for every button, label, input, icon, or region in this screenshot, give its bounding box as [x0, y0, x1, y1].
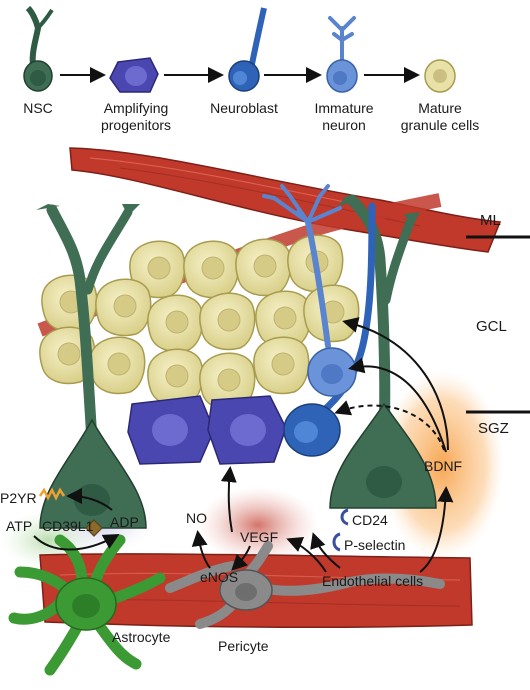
label-no: NO	[186, 510, 207, 526]
granule-cell	[235, 238, 292, 297]
granule-cell	[183, 240, 240, 299]
label-cd39l1: CD39L1	[42, 518, 94, 534]
nsc-stage-cell	[23, 5, 54, 92]
radial-glia-nsc-left	[36, 204, 147, 529]
granule-cell	[89, 336, 146, 395]
arrow-enos-no	[191, 530, 211, 569]
arrow-vegf-enos	[231, 545, 251, 571]
bdnf-glow	[380, 370, 504, 560]
astrocyte-cell	[8, 534, 166, 676]
arrow-endothelial-bdnf	[419, 486, 454, 573]
granule-cell	[147, 348, 204, 407]
cd24-receptor-icon	[340, 508, 349, 526]
amplifying-progenitor-1	[127, 395, 215, 465]
arrow-adp-p2yr	[66, 488, 113, 511]
neuroblast-stage-cell	[228, 7, 267, 92]
granule-cell	[199, 292, 256, 351]
lineage-row	[23, 5, 456, 93]
label-enos: eNOS	[200, 569, 239, 585]
arrow-atp-adp	[33, 534, 120, 551]
immature-neuron-cell	[262, 184, 357, 397]
arrow-bdnf-granule	[342, 317, 449, 451]
label-adp: ADP	[110, 514, 139, 530]
granule-cell	[303, 284, 360, 343]
p-selectin-receptor-icon	[332, 532, 341, 552]
label-p-selectin: P-selectin	[344, 537, 406, 553]
cd39l1-enzyme-icon	[85, 519, 103, 537]
amplifying-progenitor-2	[207, 395, 287, 465]
granule-cell	[253, 336, 310, 395]
arrow-vegf-progenitor	[220, 466, 237, 533]
p2yr-receptor-icon	[38, 487, 66, 501]
label-atp: ATP	[6, 518, 33, 534]
label-bdnf: BDNF	[424, 458, 463, 474]
arrow-bdnf-immature	[348, 357, 447, 453]
label-astrocyte: Astrocyte	[112, 629, 171, 645]
granule-cell	[129, 240, 186, 299]
zone-label-sgz: SGZ	[478, 420, 509, 437]
label-p2yr: P2YR	[0, 490, 37, 506]
arrow-endothelial-vegf	[286, 537, 327, 573]
mature-granule-stage-cell	[424, 59, 456, 93]
label-endothelial-cells: Endothelial cells	[322, 573, 424, 589]
granule-cell	[147, 294, 204, 353]
stage-label-neuroblast: Neuroblast	[210, 100, 278, 116]
label-pericyte: Pericyte	[218, 638, 269, 654]
immature-neuron-stage-cell	[326, 16, 358, 93]
amplifying-progenitor-stage-cell	[109, 57, 159, 93]
label-vegf: VEGF	[240, 529, 279, 545]
stage-label-nsc: NSC	[23, 100, 53, 116]
granule-cell-layer	[39, 234, 360, 411]
arrow-bdnf-neuroblast	[334, 400, 445, 451]
zone-label-ml: ML	[480, 212, 501, 229]
label-cd24: CD24	[352, 512, 388, 528]
signal-arrows	[33, 317, 454, 573]
zone-label-gcl: GCL	[476, 318, 507, 335]
radial-glia-nsc-right	[329, 194, 437, 509]
granule-cell	[95, 278, 152, 337]
arrow-endothelial-pselectin	[310, 532, 341, 569]
pericyte-cell	[165, 541, 445, 629]
neuroblast-cell	[283, 202, 376, 457]
vegf-glow	[198, 487, 318, 563]
